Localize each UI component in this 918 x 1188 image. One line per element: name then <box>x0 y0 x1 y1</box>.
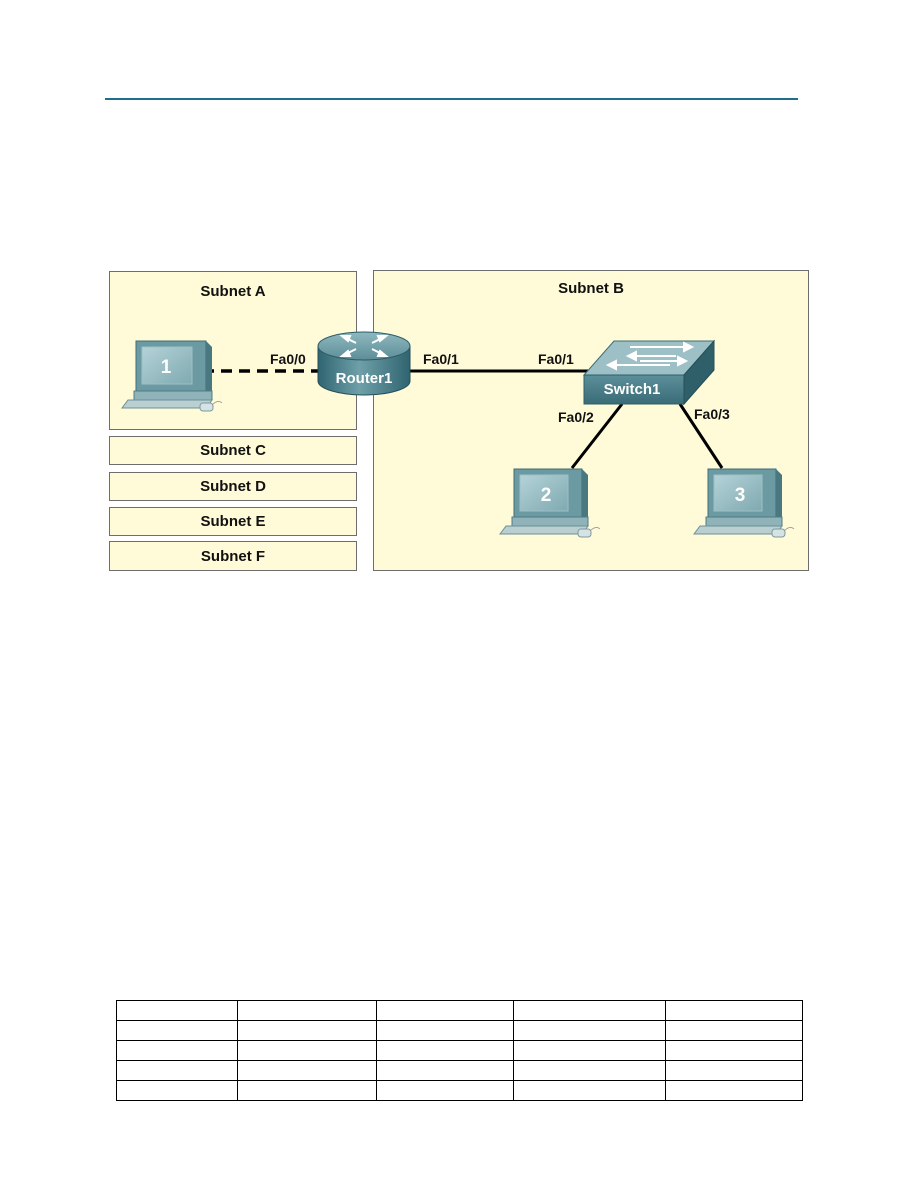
pc2-number: 2 <box>541 485 552 506</box>
table-cell <box>116 1000 238 1021</box>
table-cell <box>665 1080 803 1101</box>
table-row <box>116 1060 803 1081</box>
table-cell <box>513 1020 666 1041</box>
subnet-e-zone: Subnet E <box>109 507 357 536</box>
table-cell <box>513 1040 666 1061</box>
table-row <box>116 1080 803 1101</box>
table-cell <box>665 1060 803 1081</box>
subnet-b-label: Subnet B <box>558 280 624 297</box>
addressing-table <box>116 1000 803 1101</box>
subnet-a-label: Subnet A <box>200 283 266 300</box>
table-cell <box>116 1040 238 1061</box>
table-cell <box>116 1080 238 1101</box>
table-cell <box>665 1040 803 1061</box>
subnet-c-zone: Subnet C <box>109 436 357 465</box>
router-arrows-icon <box>339 335 389 357</box>
router1-icon[interactable]: Router1 <box>317 331 411 396</box>
router-fa01-label: Fa0/1 <box>423 351 459 367</box>
table-cell <box>665 1000 803 1021</box>
table-cell <box>237 1060 377 1081</box>
pc1-number: 1 <box>161 357 172 378</box>
table-cell <box>376 1020 514 1041</box>
table-cell <box>237 1000 377 1021</box>
table-cell <box>376 1060 514 1081</box>
switch-fa01-label: Fa0/1 <box>538 351 574 367</box>
table-cell <box>237 1040 377 1061</box>
subnet-d-zone: Subnet D <box>109 472 357 501</box>
router-fa00-label: Fa0/0 <box>270 351 306 367</box>
pc2-icon[interactable]: 2 <box>499 468 601 538</box>
table-cell <box>513 1000 666 1021</box>
table-cell <box>116 1060 238 1081</box>
switch-fa03-label: Fa0/3 <box>694 406 730 422</box>
table-cell <box>513 1080 666 1101</box>
table-row <box>116 1020 803 1041</box>
table-cell <box>665 1020 803 1041</box>
table-cell <box>237 1080 377 1101</box>
table-cell <box>376 1080 514 1101</box>
header-rule <box>105 98 798 100</box>
switch-arrows-icon <box>605 341 695 371</box>
router1-label: Router1 <box>336 370 393 387</box>
pc1-icon[interactable]: 1 <box>121 340 223 412</box>
table-cell <box>376 1040 514 1061</box>
table-cell <box>237 1020 377 1041</box>
table-row <box>116 1000 803 1021</box>
switch1-label: Switch1 <box>604 381 661 398</box>
switch-fa02-label: Fa0/2 <box>558 409 594 425</box>
table-cell <box>116 1020 238 1041</box>
switch1-icon[interactable]: Switch1 <box>582 339 716 406</box>
table-cell <box>376 1000 514 1021</box>
subnet-f-zone: Subnet F <box>109 541 357 571</box>
pc3-icon[interactable]: 3 <box>693 468 795 538</box>
pc3-number: 3 <box>735 485 746 506</box>
table-cell <box>513 1060 666 1081</box>
table-row <box>116 1040 803 1061</box>
